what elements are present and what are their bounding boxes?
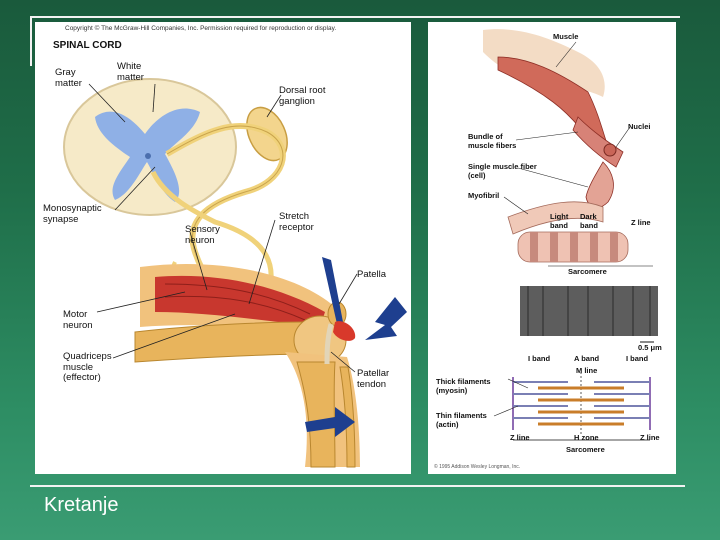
sarcomere-top-label: Sarcomere [568,268,607,277]
m-line-label: M line [576,367,597,376]
central-canal [145,153,151,159]
i-band-left-label: I band [528,355,550,364]
reflex-arc-illustration [35,22,411,474]
figure-credit: © 1995 Addison Wesley Longman, Inc. [434,464,520,470]
sensory-neuron-label: Sensory neuron [185,225,220,246]
muscle-structure-illustration [428,22,676,474]
myofibril-label: Myofibril [468,192,499,201]
reflex-arc-figure: Copyright © The McGraw-Hill Companies, I… [35,22,411,474]
thick-filaments-label: Thick filaments (myosin) [436,378,491,395]
bundle-label: Bundle of muscle fibers [468,133,516,150]
fiber-end [604,144,616,156]
tap-arrow-icon [365,297,407,340]
motor-neuron-label: Motor neuron [63,310,93,331]
i-band-right-label: I band [626,355,648,364]
white-matter-label: White matter [117,62,144,83]
copyright-notice: Copyright © The McGraw-Hill Companies, I… [65,25,336,32]
z-line-right-label: Z line [640,434,660,443]
gray-matter-label: Gray matter [55,68,82,89]
a-band-label: A band [574,355,599,364]
quadriceps-label: Quadriceps muscle (effector) [63,352,112,384]
single-fiber-label: Single muscle fiber (cell) [468,163,537,180]
stretch-receptor-label: Stretch receptor [279,212,314,233]
z-line-top-label: Z line [631,219,651,228]
dorsal-root-ganglion-label: Dorsal root ganglion [279,86,325,107]
nuclei-label: Nuclei [628,123,651,132]
single-fiber-shape [586,162,613,207]
thin-filaments-label: Thin filaments (actin) [436,412,487,429]
dark-band-label: Dark band [580,213,598,230]
sarcomere-filament-diagram [513,372,650,440]
light-band-label: Light band [550,213,568,230]
slide-title: Kretanje [44,494,119,517]
muscle-label: Muscle [553,33,578,42]
monosynaptic-synapse-label: Monosynaptic synapse [43,204,102,225]
frame-line-bottom [30,485,685,487]
patellar-tendon-label: Patellar tendon [357,369,389,390]
frame-line-left [30,16,32,66]
muscle-structure-figure: Muscle Nuclei Bundle of muscle fibers Si… [428,22,676,474]
spinal-cord-label: SPINAL CORD [53,41,122,52]
frame-line-top [30,16,680,18]
scale-label: 0.5 μm [638,344,662,353]
h-zone-label: H zone [574,434,599,443]
tibia-bone [297,362,335,467]
patella-label: Patella [357,270,386,281]
sarcomere-bottom-label: Sarcomere [566,446,605,455]
z-line-left-label: Z line [510,434,530,443]
electron-micrograph [520,286,658,336]
